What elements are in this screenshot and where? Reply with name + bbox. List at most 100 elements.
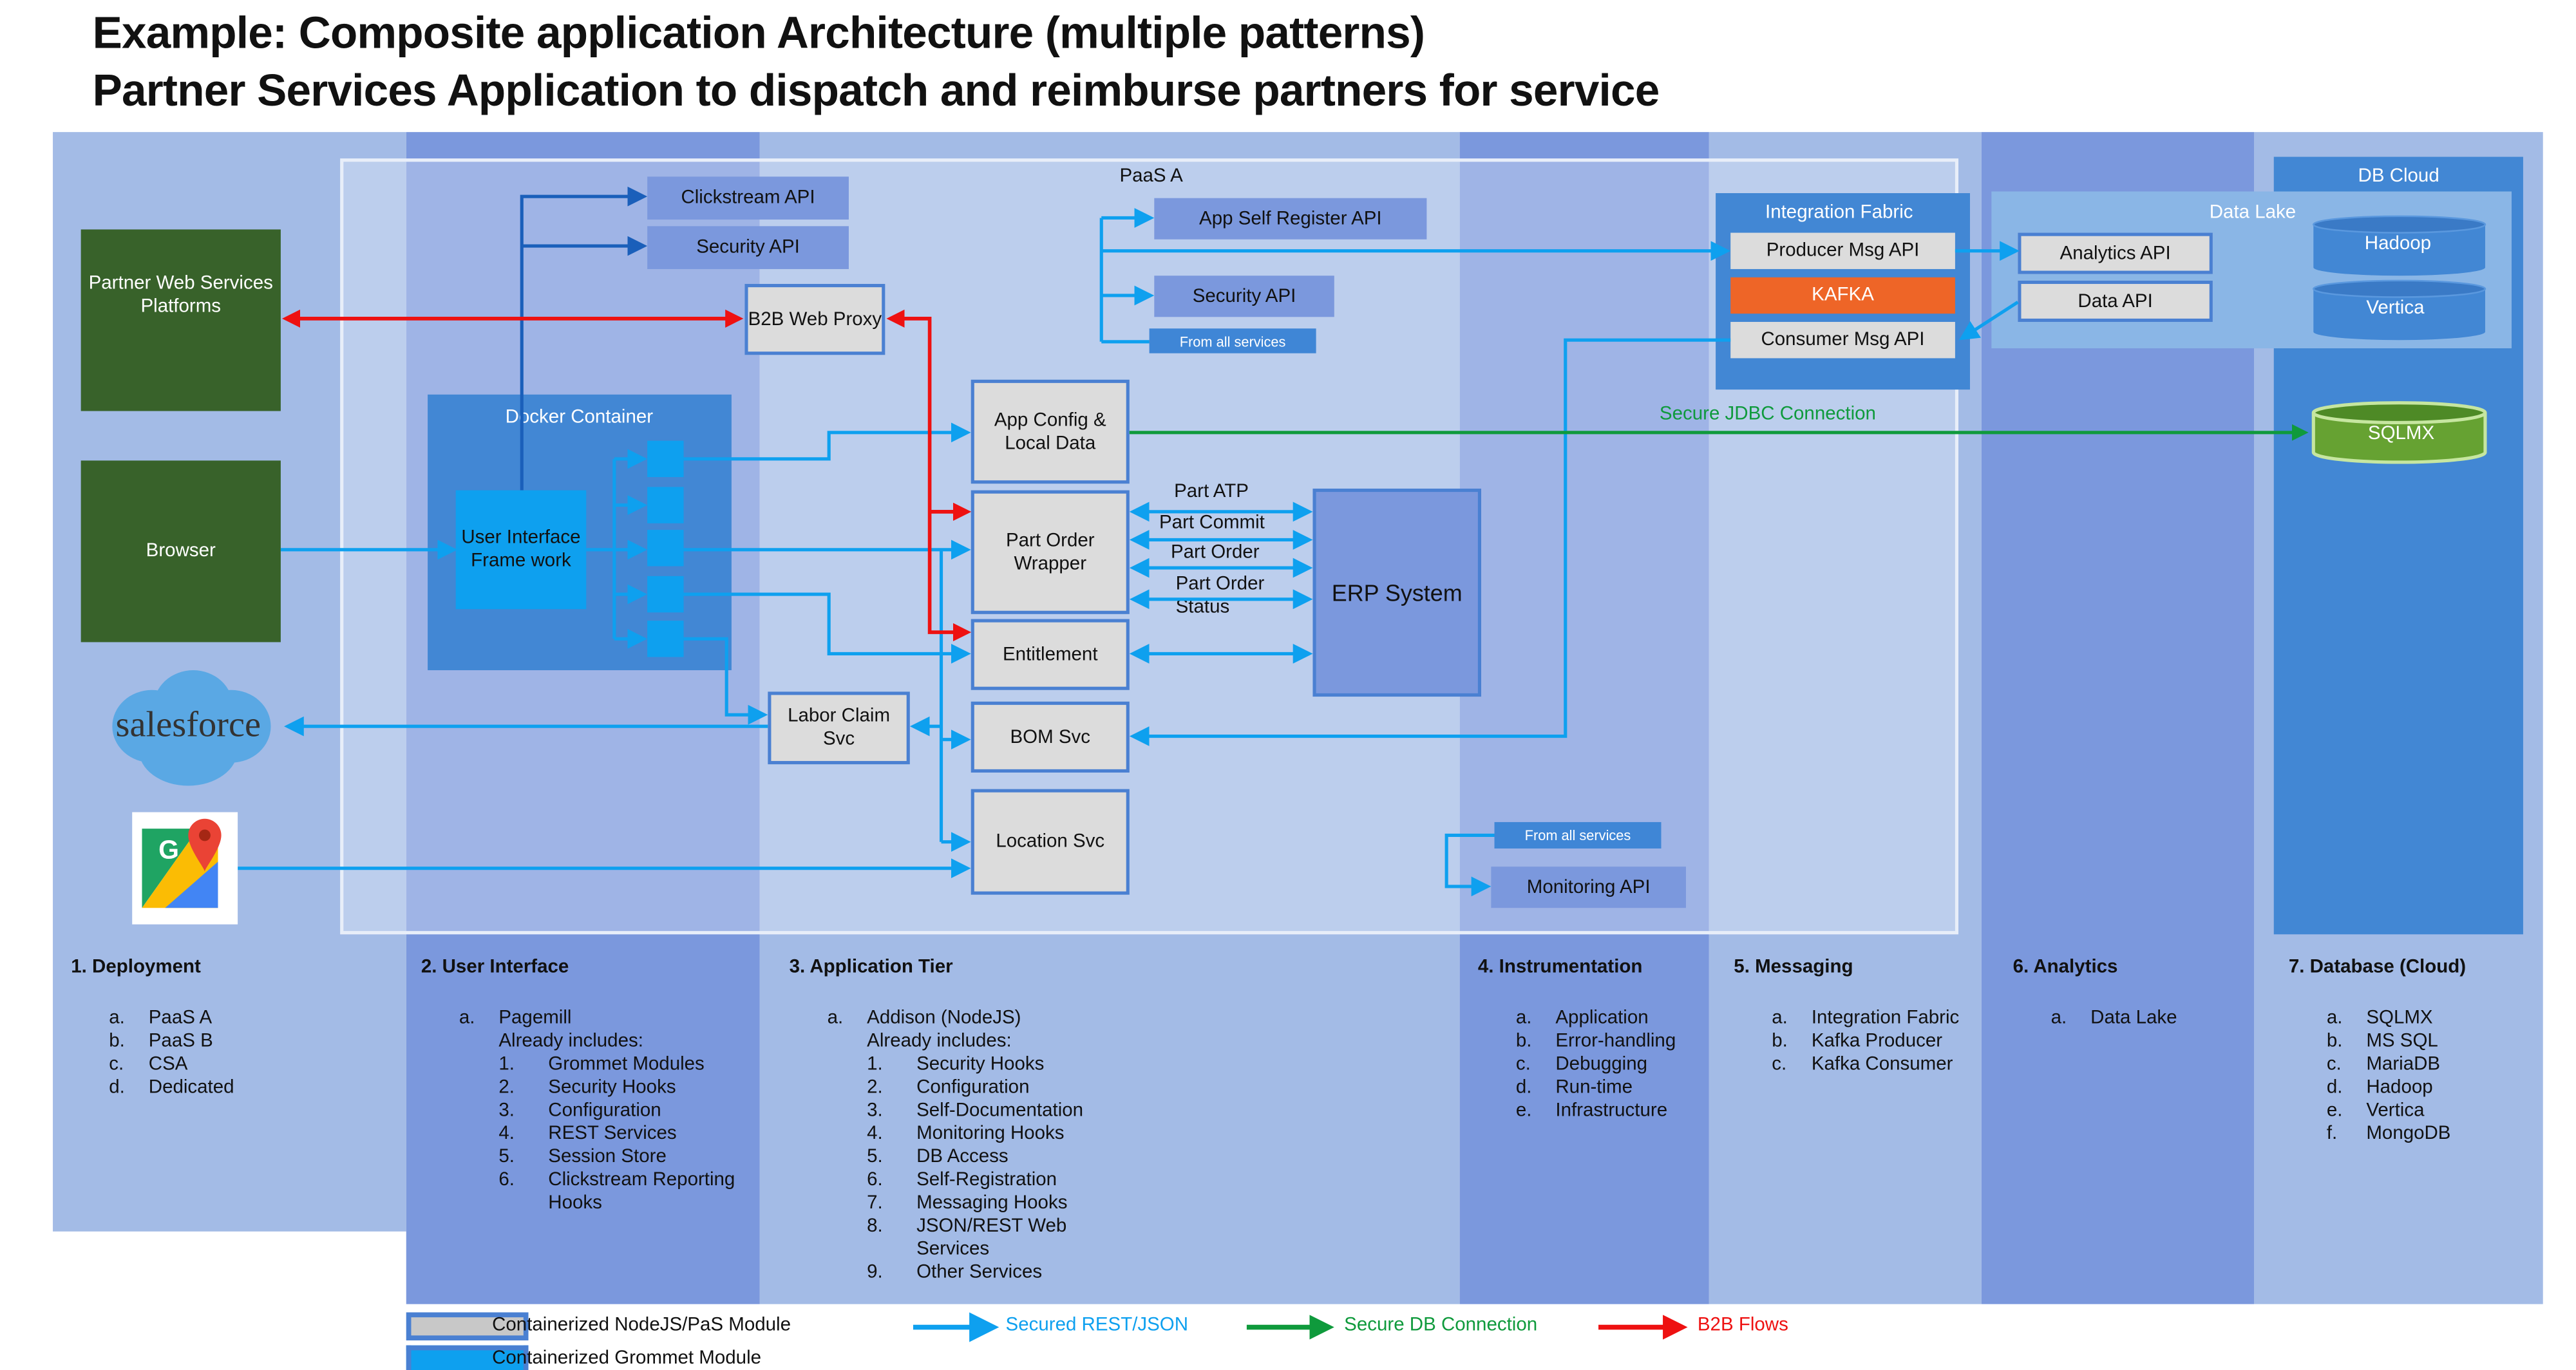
list-item: b.Kafka Producer [1772, 1030, 1959, 1053]
vertica-cylinder[interactable] [2313, 279, 2486, 341]
list-marker: 8. [867, 1216, 883, 1237]
list-marker: c. [2326, 1055, 2342, 1075]
google-maps-icon: G [132, 812, 238, 924]
list-text: Grommet Modules [548, 1055, 705, 1075]
list-item: d.Run-time [1516, 1076, 1676, 1100]
app-self-register-api[interactable]: App Self Register API [1154, 198, 1427, 239]
list-text: Services [916, 1239, 990, 1260]
producer-msg-api[interactable]: Producer Msg API [1730, 232, 1955, 269]
list-marker: e. [1515, 1101, 1532, 1121]
b2b-web-proxy[interactable]: B2B Web Proxy [744, 284, 886, 355]
entitlement-service[interactable]: Entitlement [971, 619, 1130, 690]
integration-fabric-label: Integration Fabric [1765, 203, 1913, 223]
list-item: b.PaaS B [109, 1030, 234, 1053]
list-item: 4.Monitoring Hooks [828, 1123, 1083, 1146]
list-item: a.Pagemill [459, 1007, 735, 1030]
data-lake-label: Data Lake [2209, 203, 2297, 223]
monitoring-api[interactable]: Monitoring API [1491, 867, 1686, 908]
list-text: Other Services [916, 1262, 1043, 1283]
bom-service[interactable]: BOM Svc [971, 701, 1130, 773]
list-item: e. Vertica [2327, 1100, 2451, 1123]
flow-consumer-to-bom [1129, 338, 1731, 746]
clickstream-api[interactable]: Clickstream API [647, 176, 849, 220]
browser-node[interactable]: Browser [80, 460, 281, 643]
list-marker: 2. [498, 1078, 515, 1098]
list-marker: d. [1515, 1078, 1532, 1098]
jdbc-connection-label: Secure JDBC Connection [1659, 404, 1876, 424]
grommet-module[interactable] [647, 621, 684, 657]
data-api[interactable]: Data API [2018, 280, 2213, 322]
column-heading: 5. Messaging [1734, 957, 1853, 977]
kafka[interactable]: KAFKA [1730, 277, 1955, 314]
grommet-module[interactable] [647, 530, 684, 567]
flow-ui-to-clickstream [520, 186, 648, 491]
column-list: a.Addison (NodeJS)Already includes:1.Sec… [828, 1007, 1083, 1284]
list-item: f.MongoDB [2327, 1123, 2451, 1146]
list-marker: 1. [498, 1055, 515, 1075]
list-marker: a. [1772, 1008, 1788, 1029]
grommet-module[interactable] [647, 487, 684, 523]
list-marker: 1. [867, 1055, 883, 1075]
list-marker: 6. [498, 1170, 515, 1190]
hadoop-cylinder[interactable] [2313, 215, 2486, 276]
list-item: Services [828, 1238, 1083, 1261]
docker-container-label: Docker Container [505, 408, 654, 428]
flow-to-app-config [683, 422, 971, 461]
legend-db-label: Secure DB Connection [1344, 1315, 1538, 1336]
list-marker: 2. [867, 1078, 883, 1098]
list-marker: b. [1515, 1031, 1532, 1052]
list-item: 8.JSON/REST Web [828, 1215, 1083, 1238]
list-marker: a. [1515, 1008, 1532, 1029]
list-marker: a. [109, 1008, 125, 1029]
list-marker [867, 1238, 916, 1261]
grommet-module[interactable] [647, 576, 684, 613]
legend-grommet-label: Containerized Grommet Module [492, 1348, 762, 1369]
legend-nodejs-label: Containerized NodeJS/PaS Module [492, 1315, 791, 1336]
ui-security-api[interactable]: Security API [647, 226, 849, 269]
list-item: 5.Session Store [459, 1145, 735, 1168]
list-marker: 9. [867, 1262, 883, 1283]
erp-system[interactable]: ERP System [1312, 488, 1481, 697]
list-item: 1.Security Hooks [828, 1053, 1083, 1076]
from-all-services-tag: From all services [1149, 328, 1316, 353]
list-text: Pagemill [498, 1008, 572, 1029]
list-marker: e. [2326, 1101, 2343, 1121]
list-item: 6.Clickstream Reporting [459, 1168, 735, 1192]
column-heading: 3. Application Tier [789, 957, 953, 977]
list-text: Dedicated [148, 1078, 234, 1098]
partner-web-services[interactable]: Partner Web Services Platforms [80, 229, 281, 411]
legend-b2b-label: B2B Flows [1697, 1315, 1788, 1336]
flow-b2b-proxy [886, 309, 972, 642]
list-text: Security Hooks [548, 1078, 676, 1098]
app-security-api[interactable]: Security API [1154, 276, 1334, 317]
list-text: Monitoring Hooks [916, 1124, 1065, 1144]
list-text: Integration Fabric [1811, 1008, 1960, 1029]
app-config-local-data[interactable]: App Config & Local Data [971, 379, 1130, 484]
list-text: Vertica [2366, 1101, 2425, 1121]
list-item: d.Dedicated [109, 1076, 234, 1100]
list-marker: 3. [498, 1101, 515, 1121]
flow-to-monitoring [1444, 833, 1495, 897]
labor-claim-service[interactable]: Labor Claim Svc [768, 691, 910, 765]
flow-data-api-to-consumer [1958, 301, 2019, 341]
list-marker [498, 1192, 548, 1215]
column-heading: 6. Analytics [2012, 957, 2118, 977]
vertica-label: Vertica [2366, 299, 2425, 319]
consumer-msg-api[interactable]: Consumer Msg API [1730, 321, 1955, 359]
legend-nodejs-swatch [406, 1312, 529, 1341]
ui-framework[interactable]: User Interface Frame work [455, 490, 587, 610]
list-item: a.PaaS A [109, 1007, 234, 1030]
list-text: Already includes: [498, 1031, 643, 1052]
list-text: MS SQL [2366, 1031, 2438, 1052]
grommet-module[interactable] [647, 440, 684, 478]
analytics-api[interactable]: Analytics API [2018, 232, 2213, 274]
sqlmx-cylinder[interactable] [2311, 401, 2487, 464]
list-text: Configuration [548, 1101, 661, 1121]
location-service[interactable]: Location Svc [971, 789, 1130, 895]
list-text: Configuration [916, 1078, 1030, 1098]
part-order-wrapper[interactable]: Part Order Wrapper [971, 490, 1130, 614]
